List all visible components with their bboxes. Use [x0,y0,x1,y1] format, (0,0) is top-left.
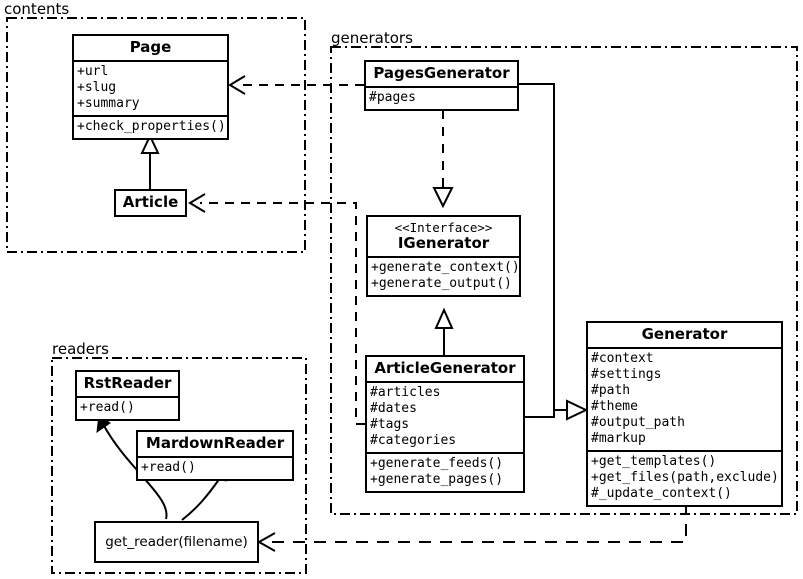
class-box-article[interactable]: Article [114,189,187,217]
attribute: #context [591,351,654,366]
class-attributes-pagesgenerator: #pages [366,86,517,109]
class-attributes-articlegenerator: #articles #dates #tags #categories [367,381,523,452]
class-attributes-generator: #context #settings #path #theme #output_… [588,347,781,450]
attribute: #path [591,383,631,398]
attribute: #dates [370,401,417,416]
class-box-mardownreader[interactable]: MardownReader +read() [136,430,294,481]
relation-pagesgenerator-depends-page [228,75,364,95]
class-name-pagesgenerator: PagesGenerator [373,64,510,82]
package-label-generators: generators [331,29,413,47]
class-name-rstreader: RstReader [83,374,172,392]
attribute: #pages [369,90,416,105]
class-methods-rstreader: +read() [77,396,178,419]
class-box-rstreader[interactable]: RstReader +read() [75,370,180,421]
attribute: #categories [370,433,457,448]
method: +generate_context() [371,260,520,275]
class-box-pagesgenerator[interactable]: PagesGenerator #pages [364,60,519,111]
class-name-mardownreader: MardownReader [145,434,285,452]
class-methods-mardownreader: +read() [138,456,292,479]
function-label-get-reader: get_reader(filename) [105,534,248,550]
method: +check_properties() [77,119,226,134]
package-frame-readers [51,357,307,574]
attribute: #settings [591,367,662,382]
class-box-igenerator[interactable]: <<Interface>> IGenerator +generate_conte… [366,215,521,297]
method: +generate_feeds() [370,456,504,471]
method: +read() [80,400,135,415]
attribute: #articles [370,385,441,400]
method: #_update_context() [591,486,732,501]
class-box-generator[interactable]: Generator #context #settings #path #them… [586,321,783,507]
class-attributes-page: +url +slug +summary [74,60,227,115]
attribute: #tags [370,417,410,432]
method: +generate_output() [371,276,512,291]
relation-articlegenerator-extends-igenerator [434,307,454,355]
class-box-articlegenerator[interactable]: ArticleGenerator #articles #dates #tags … [365,355,525,493]
class-stereotype-igenerator: <<Interface>> [394,220,493,235]
method: +read() [141,460,196,475]
class-methods-igenerator: +generate_context() +generate_output() [368,256,520,295]
class-name-article: Article [122,193,179,211]
attribute: #theme [591,399,638,414]
class-name-articlegenerator: ArticleGenerator [374,359,516,377]
package-label-contents: contents [4,0,70,18]
attribute: #output_path [591,415,685,430]
class-name-generator: Generator [641,325,728,343]
attribute: +url [77,64,109,79]
class-methods-generator: +get_templates() +get_files(path,exclude… [588,450,781,505]
class-methods-page: +check_properties() [74,115,227,138]
method: +generate_pages() [370,472,504,487]
attribute: +summary [77,96,140,111]
relation-article-extends-page [140,133,160,189]
function-box-get-reader[interactable]: get_reader(filename) [94,521,259,563]
class-methods-articlegenerator: +generate_feeds() +generate_pages() [367,452,523,491]
relation-pagesgenerator-extends-generator [519,83,567,411]
class-box-page[interactable]: Page +url +slug +summary +check_properti… [72,34,229,140]
relation-pagesgenerator-realizes-igenerator [432,110,454,209]
package-frame-contents [6,17,306,253]
package-label-readers: readers [52,340,109,358]
relation-articlegenerator-depends-article [188,193,365,425]
relation-generator-depends-getreader [256,503,687,552]
class-name-igenerator: IGenerator [397,234,490,252]
method: +get_files(path,exclude) [591,470,779,485]
package-frame-generators [330,46,798,515]
attribute: #markup [591,431,646,446]
class-name-page: Page [129,38,172,56]
method: +get_templates() [591,454,717,469]
relation-articlegenerator-extends-generator [525,399,589,421]
attribute: +slug [77,80,117,95]
